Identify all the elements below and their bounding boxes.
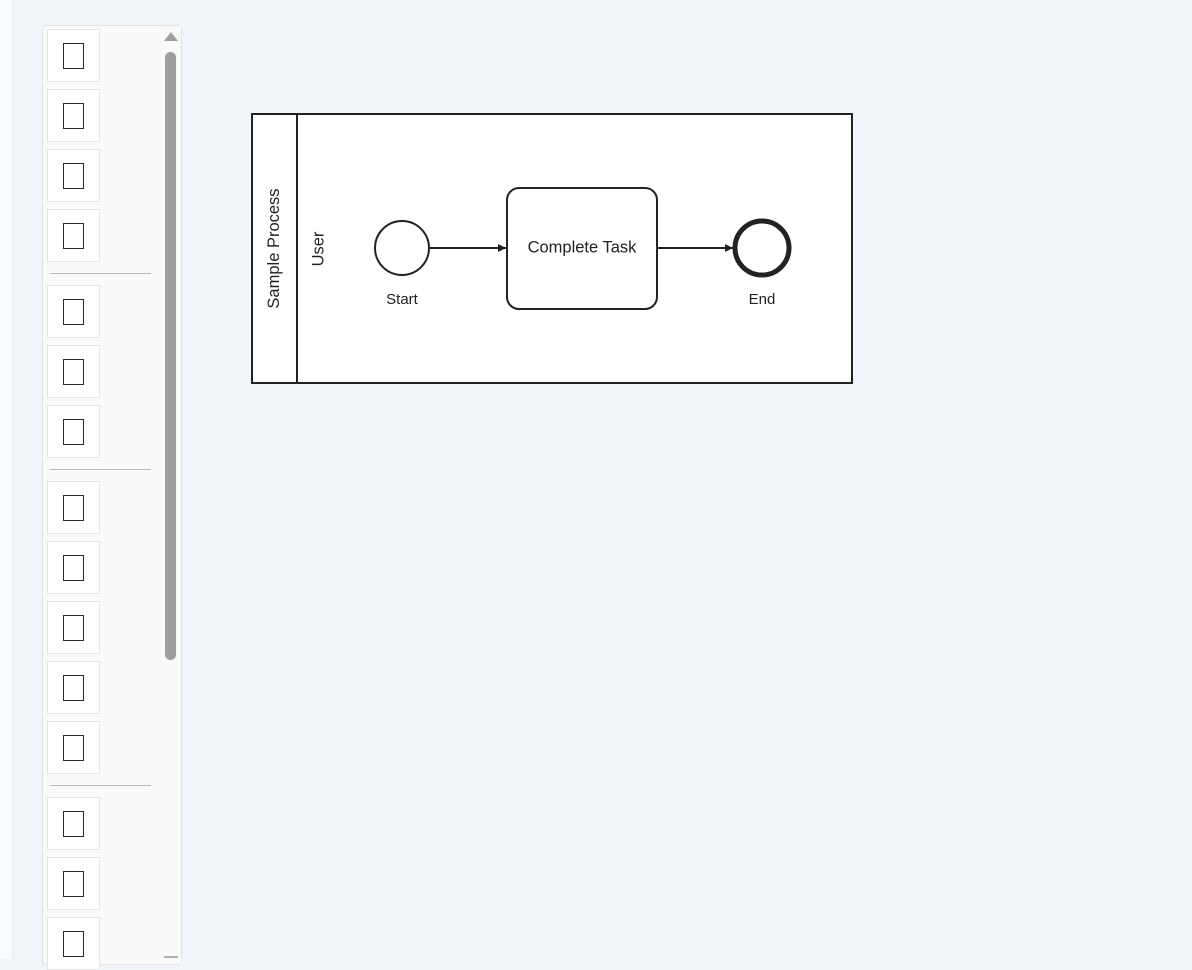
pool-label: Sample Process [265, 188, 283, 308]
square-icon [63, 675, 84, 701]
end-event[interactable]: End [732, 218, 792, 308]
palette-tool[interactable] [47, 661, 100, 714]
square-icon [63, 43, 84, 69]
task-label: Complete Task [528, 238, 638, 256]
tool-palette [42, 25, 182, 970]
task[interactable]: Complete Task [506, 187, 658, 310]
square-icon [63, 555, 84, 581]
start-event-label: Start [386, 291, 419, 308]
square-icon [63, 931, 84, 957]
square-icon [63, 871, 84, 897]
palette-tool[interactable] [47, 601, 100, 654]
square-icon [63, 359, 84, 385]
scrollbar-thumb[interactable] [165, 52, 176, 660]
square-icon [63, 615, 84, 641]
scroll-up-arrow-icon[interactable] [164, 32, 178, 41]
square-icon [63, 735, 84, 761]
palette-tool[interactable] [47, 481, 100, 534]
square-icon [63, 419, 84, 445]
palette-separator [50, 785, 151, 786]
square-icon [63, 223, 84, 249]
square-icon [63, 811, 84, 837]
left-edge-strip [0, 0, 13, 959]
square-icon [63, 495, 84, 521]
square-icon [63, 163, 84, 189]
palette-tool[interactable] [47, 345, 100, 398]
palette-tool[interactable] [47, 797, 100, 850]
palette-tool[interactable] [47, 285, 100, 338]
end-event-label: End [749, 291, 776, 308]
palette-separator [50, 469, 151, 470]
palette-tool[interactable] [47, 405, 100, 458]
start-event-shape[interactable] [374, 220, 430, 276]
palette-tool[interactable] [47, 721, 100, 774]
square-icon [63, 299, 84, 325]
palette-tool[interactable] [47, 29, 100, 82]
palette-tool[interactable] [47, 209, 100, 262]
palette-separator [50, 273, 151, 274]
palette-tool[interactable] [47, 149, 100, 202]
palette-tool[interactable] [47, 541, 100, 594]
end-event-shape[interactable] [732, 218, 792, 278]
palette-tool[interactable] [47, 857, 100, 910]
lane[interactable]: User [309, 231, 327, 266]
lane-label: User [309, 231, 327, 266]
square-icon [63, 103, 84, 129]
scroll-down-arrow-icon[interactable] [164, 956, 178, 958]
task-shape[interactable] [506, 187, 658, 310]
start-event[interactable]: Start [374, 220, 430, 308]
palette-tool[interactable] [47, 89, 100, 142]
